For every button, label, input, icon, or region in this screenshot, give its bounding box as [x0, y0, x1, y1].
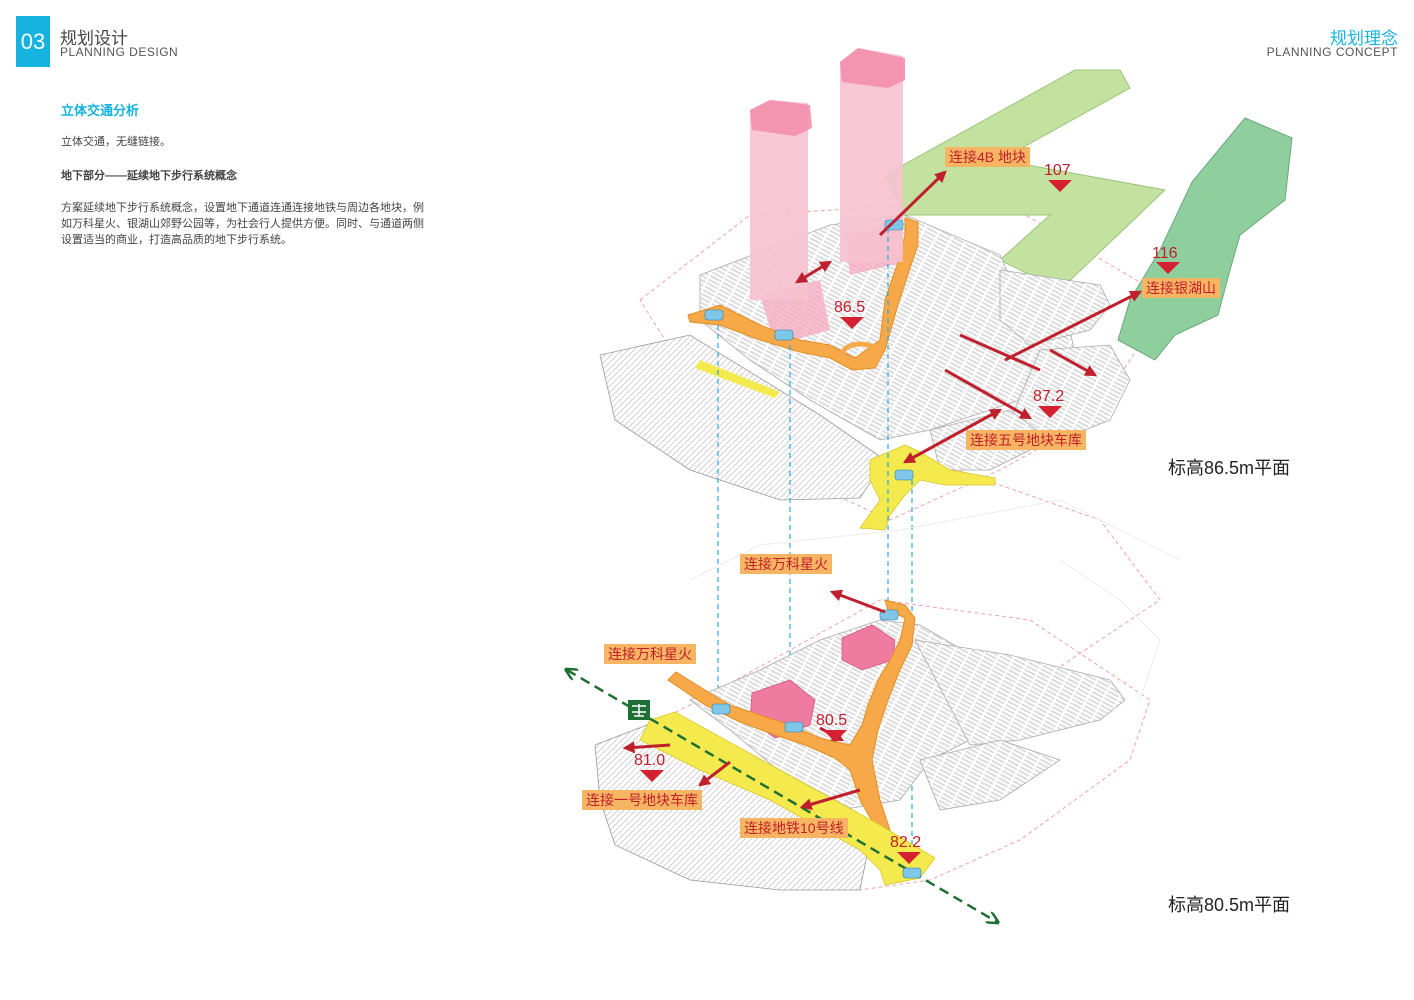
upper-level-plan: [599, 48, 1293, 701]
elevation-80-5: 80.5: [816, 712, 848, 729]
tower-east: [840, 48, 905, 262]
elevation-82-2: 82.2: [890, 834, 922, 851]
concept-subtitle: PLANNING CONCEPT: [1266, 45, 1398, 59]
page-subtitle: PLANNING DESIGN: [60, 45, 179, 59]
upper-corridor: [687, 217, 919, 371]
concept-title: 规划理念: [1330, 29, 1398, 48]
tower-west: [750, 100, 812, 300]
yinhu-mountain-parcel: [1117, 117, 1293, 361]
subheading: 地下部分——延续地下步行系统概念: [61, 170, 237, 182]
section-title: 立体交通分析: [61, 103, 140, 118]
label-connect-block-4b: 连接4B 地块: [945, 147, 1031, 167]
elevation-81-0: 81.0: [634, 752, 666, 769]
intro-text: 立体交通，无缝链接。: [61, 136, 171, 148]
body-text: 方案延续地下步行系统概念，设置地下通道连通连接地铁与周边各地块，例如万科星火、银…: [61, 202, 424, 246]
lower-level-plan: [567, 499, 1181, 922]
upper-level-label: 标高86.5m平面: [1168, 458, 1291, 478]
elevation-86-5: 86.5: [834, 299, 866, 316]
elevation-116: 116: [1152, 245, 1178, 262]
lower-level-label: 标高80.5m平面: [1168, 895, 1291, 915]
label-connect-vanke-left: 连接万科星火: [604, 644, 696, 664]
label-connect-block-1: 连接一号地块车库: [582, 790, 702, 810]
section-number: 03: [16, 16, 50, 67]
block-4b-parcel: [884, 69, 1167, 291]
elevation-87-2: 87.2: [1033, 388, 1065, 405]
metro-logo-icon: [628, 700, 650, 720]
elevation-107: 107: [1044, 162, 1071, 179]
label-connect-block-5: 连接五号地块车库: [966, 430, 1086, 450]
page-title: 规划设计: [60, 29, 128, 48]
label-connect-yinhu: 连接银湖山: [1142, 278, 1220, 298]
label-connect-vanke-upper: 连接万科星火: [740, 554, 832, 574]
label-connect-metro-10: 连接地铁10号线: [740, 818, 848, 838]
